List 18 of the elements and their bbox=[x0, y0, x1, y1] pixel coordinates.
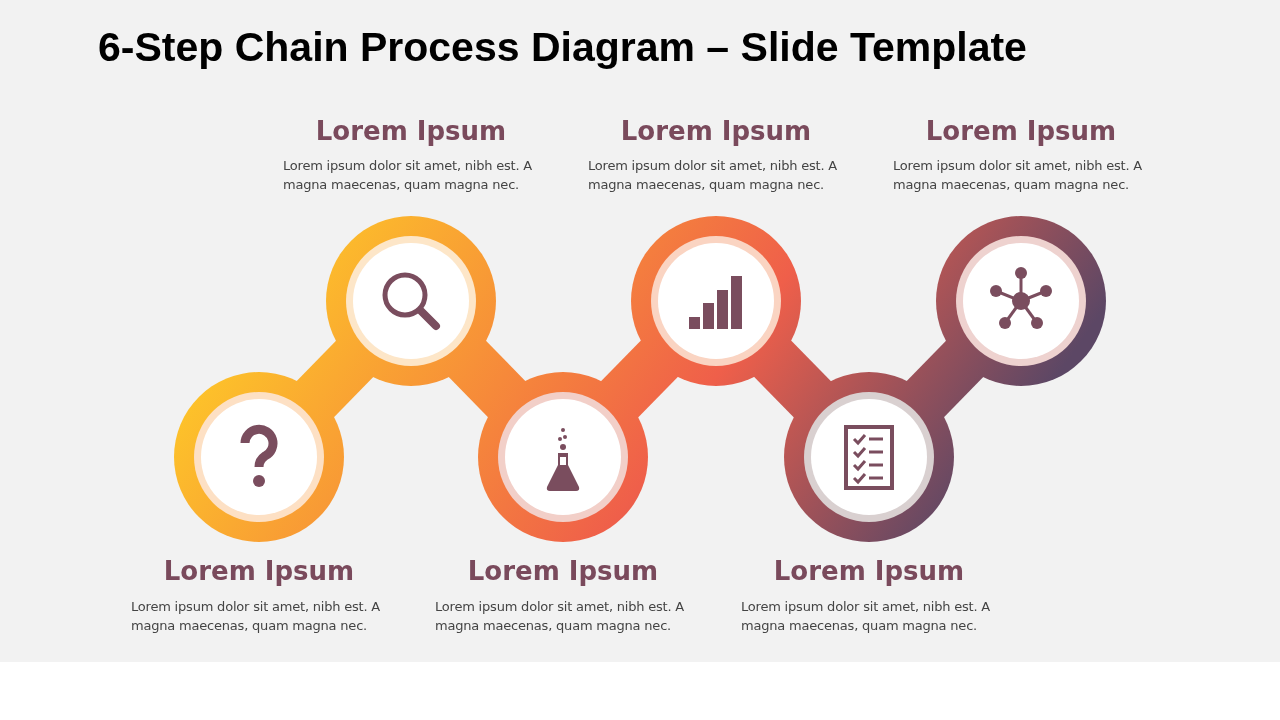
step-heading: Lorem Ipsum bbox=[314, 116, 508, 146]
step-description: Lorem ipsum dolor sit amet, nibh est. A magna maecenas, quam magna nec. bbox=[435, 598, 686, 635]
step-description: Lorem ipsum dolor sit amet, nibh est. A magna maecenas, quam magna nec. bbox=[283, 157, 534, 194]
slide-title: 6-Step Chain Process Diagram – Slide Template bbox=[98, 24, 1027, 71]
chain-link bbox=[599, 339, 680, 419]
chain-link bbox=[295, 339, 375, 419]
step-heading: Lorem Ipsum bbox=[466, 556, 660, 586]
chain-link bbox=[905, 339, 985, 419]
step-description: Lorem ipsum dolor sit amet, nibh est. A magna maecenas, quam magna nec. bbox=[893, 157, 1144, 194]
step-heading: Lorem Ipsum bbox=[162, 556, 356, 586]
step-heading: Lorem Ipsum bbox=[924, 116, 1118, 146]
step-description: Lorem ipsum dolor sit amet, nibh est. A magna maecenas, quam magna nec. bbox=[131, 598, 382, 635]
chain-link bbox=[752, 339, 833, 419]
step-heading: Lorem Ipsum bbox=[772, 556, 966, 586]
step-description: Lorem ipsum dolor sit amet, nibh est. A magna maecenas, quam magna nec. bbox=[741, 598, 992, 635]
chain-link bbox=[447, 339, 527, 419]
step-heading: Lorem Ipsum bbox=[619, 116, 813, 146]
step-description: Lorem ipsum dolor sit amet, nibh est. A magna maecenas, quam magna nec. bbox=[588, 157, 839, 194]
